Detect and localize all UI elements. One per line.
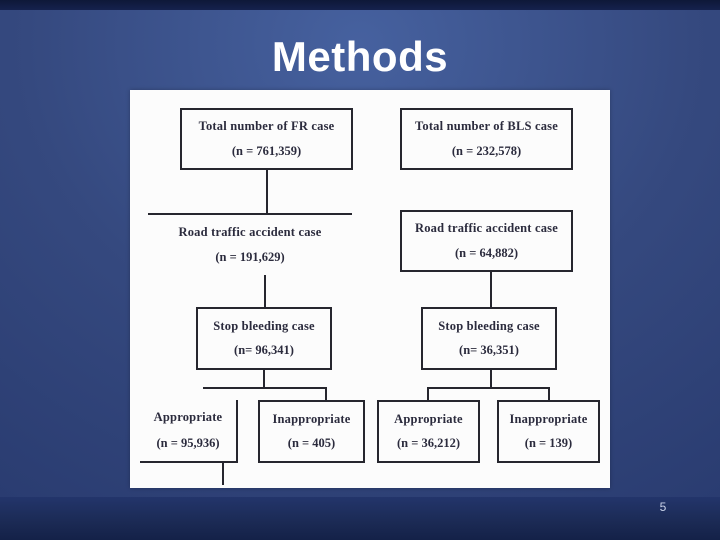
node-fr-appropriate: Appropriate (n = 95,936) (140, 400, 238, 463)
connector-fr-road-stop (264, 275, 266, 307)
drop-fr-inappropriate (325, 387, 327, 400)
node-bls-inappropriate: Inappropriate (n = 139) (497, 400, 600, 463)
node-count: (n = 64,882) (454, 245, 519, 260)
node-count: (n= 96,341) (234, 343, 294, 358)
drop-bls-inappropriate (548, 387, 550, 400)
node-label: Total number of FR case (198, 119, 335, 134)
node-fr-total: Total number of FR case (n = 761,359) (180, 108, 353, 170)
node-count: (n = 232,578) (451, 143, 522, 158)
node-bls-total: Total number of BLS case (n = 232,578) (400, 108, 573, 170)
node-fr-stop: Stop bleeding case (n= 96,341) (196, 307, 332, 370)
node-count: (n = 191,629) (215, 250, 285, 264)
node-label: Stop bleeding case (213, 318, 315, 333)
node-label: Inappropriate (509, 411, 588, 426)
top-accent-bar (0, 0, 720, 10)
slide-title: Methods (271, 33, 449, 80)
split-bar-fr (203, 387, 325, 389)
split-bar-bls (427, 387, 548, 389)
page-number: 5 (659, 500, 667, 514)
connector-fr-total-road (266, 170, 268, 213)
connector-bls-road-stop (490, 272, 492, 307)
node-label: Road traffic accident case (178, 225, 322, 239)
node-label: Appropriate (153, 410, 223, 425)
node-count: (n = 95,936) (156, 435, 220, 450)
connector-fr-stop-split (263, 370, 265, 387)
node-label: Road traffic accident case (414, 221, 558, 236)
node-fr-inappropriate: Inappropriate (n = 405) (258, 400, 365, 463)
node-fr-road: Road traffic accident case (n = 191,629) (148, 213, 352, 275)
node-bls-stop: Stop bleeding case (n= 36,351) (421, 307, 557, 370)
node-label: Total number of BLS case (414, 119, 558, 134)
node-count: (n= 36,351) (459, 343, 519, 358)
flowchart-panel: Total number of FR case (n = 761,359) To… (130, 90, 610, 488)
connector-bls-stop-split (490, 370, 492, 387)
node-label: Inappropriate (272, 411, 351, 426)
drop-bls-appropriate (427, 387, 429, 400)
node-bls-road: Road traffic accident case (n = 64,882) (400, 210, 573, 272)
node-count: (n = 139) (524, 436, 573, 451)
bottom-accent-bar (0, 497, 720, 540)
node-count: (n = 761,359) (231, 143, 302, 158)
node-count: (n = 405) (287, 436, 336, 451)
connector-fr-appropriate-stub (222, 463, 224, 485)
node-label: Appropriate (394, 411, 463, 426)
node-count: (n = 36,212) (396, 436, 461, 451)
node-bls-appropriate: Appropriate (n = 36,212) (377, 400, 480, 463)
node-label: Stop bleeding case (438, 318, 540, 333)
